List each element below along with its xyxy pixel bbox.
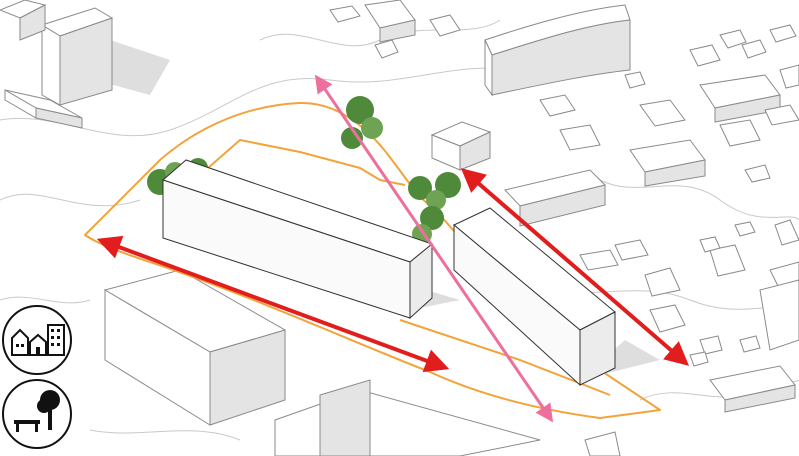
proposed-short-block	[453, 207, 616, 387]
arrows	[96, 74, 690, 423]
housing-icon	[2, 305, 72, 375]
park-bench-tree-icon	[2, 379, 72, 449]
pink-axis-diagonal	[314, 74, 554, 423]
